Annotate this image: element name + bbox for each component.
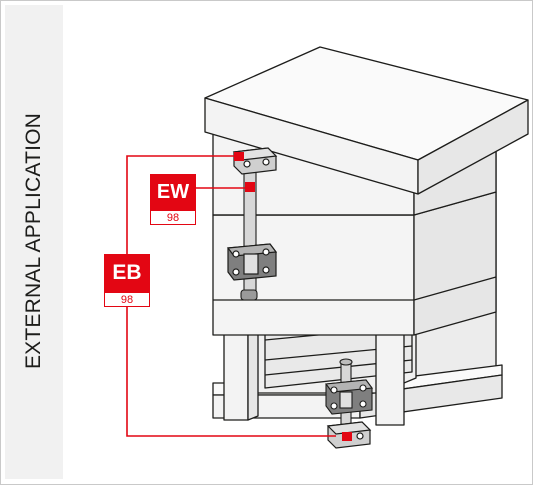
top-plate-side (417, 99, 529, 195)
ew-tag-code: EW (150, 174, 196, 210)
eb-tag: EB 98 (104, 254, 150, 307)
eb-tag-code: EB (104, 254, 150, 292)
eb-tag-number: 98 (104, 292, 150, 307)
rod-red-marker (245, 182, 255, 192)
ew-tag: EW 98 (150, 174, 196, 225)
middle-block-side (413, 191, 497, 336)
ew-tag-number: 98 (150, 210, 196, 225)
side-title-band (5, 5, 63, 479)
